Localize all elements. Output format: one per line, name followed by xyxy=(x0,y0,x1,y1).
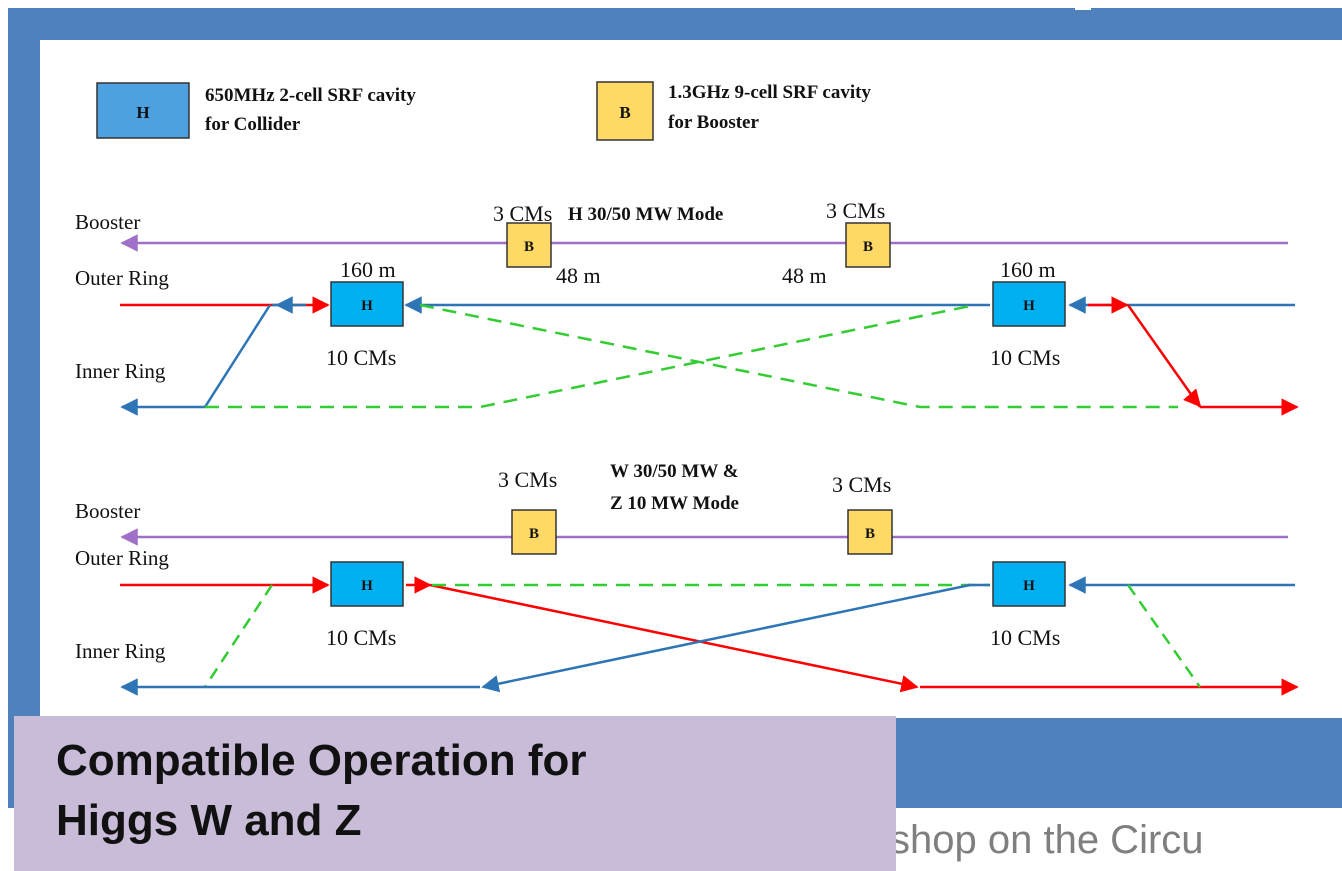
bottom-right-collider-cavity xyxy=(992,561,1066,607)
bottom-right-collider-cms: 10 CMs xyxy=(990,625,1060,650)
frame-notch xyxy=(1075,0,1091,10)
diagram-panel: H 650MHz 2-cell SRF cavity for Collider … xyxy=(40,40,1342,718)
bottom-left-collider-cavity xyxy=(330,561,404,607)
top-right-collider-cms: 10 CMs xyxy=(990,345,1060,370)
top-left-booster-letter: B xyxy=(524,239,534,255)
bottom-right-collider-letter: H xyxy=(1023,578,1035,594)
top-diagram: Booster Outer Ring Inner Ring xyxy=(75,198,1299,416)
bottom-red-diagonal xyxy=(429,583,919,693)
top-right-collider-letter: H xyxy=(1023,298,1035,314)
top-left-collider-dist: 160 m xyxy=(340,257,396,282)
bottom-blue-diagonal xyxy=(481,583,971,693)
top-mode-label: H 30/50 MW Mode xyxy=(568,204,723,225)
top-blue-diagonal-left xyxy=(203,304,272,408)
bottom-booster-label: Booster xyxy=(75,499,140,523)
top-green-dashed-a xyxy=(205,303,976,409)
bottom-mode-label-line1: W 30/50 MW & xyxy=(610,461,739,482)
footer-text: kshop on the Circu xyxy=(870,818,1204,862)
legend-b-text-line1: 1.3GHz 9-cell SRF cavity xyxy=(668,82,871,103)
top-left-booster-cms: 3 CMs xyxy=(493,201,552,226)
rf-layout-diagram: H 650MHz 2-cell SRF cavity for Collider … xyxy=(75,81,1299,696)
top-right-booster-cms: 3 CMs xyxy=(826,198,885,223)
legend-b-text-line2: for Booster xyxy=(668,112,759,133)
legend: H 650MHz 2-cell SRF cavity for Collider … xyxy=(96,81,871,141)
bottom-inner-ring-label: Inner Ring xyxy=(75,639,166,663)
top-left-collider-cms: 10 CMs xyxy=(326,345,396,370)
title-line1: Compatible Operation for xyxy=(56,736,587,785)
legend-h-box xyxy=(96,82,190,139)
bottom-left-booster-cms: 3 CMs xyxy=(498,467,557,492)
top-left-collider-cavity xyxy=(330,281,404,327)
bottom-left-collider-cms: 10 CMs xyxy=(326,625,396,650)
legend-h-text-line2: for Collider xyxy=(205,114,301,135)
bottom-mode-label-line2: Z 10 MW Mode xyxy=(610,493,739,514)
title-box: Compatible Operation for Higgs W and Z xyxy=(14,716,896,871)
bottom-green-dashed-left xyxy=(203,584,274,688)
top-booster-label: Booster xyxy=(75,210,140,234)
legend-h-text-line1: 650MHz 2-cell SRF cavity xyxy=(205,85,416,106)
top-inner-ring-label: Inner Ring xyxy=(75,359,166,383)
top-left-booster-cavity xyxy=(506,222,552,268)
top-right-collider-dist: 160 m xyxy=(1000,257,1056,282)
bottom-diagram: Booster Outer Ring Inner Ring xyxy=(75,461,1299,696)
top-left-collider-letter: H xyxy=(361,298,373,314)
top-green-dashed-b xyxy=(419,303,1178,409)
legend-b-box xyxy=(596,81,654,141)
top-right-booster-dist: 48 m xyxy=(782,263,827,288)
top-outer-ring-label: Outer Ring xyxy=(75,266,169,290)
bottom-right-booster-cms: 3 CMs xyxy=(832,472,891,497)
bottom-green-dashed-right xyxy=(1126,584,1202,688)
top-right-booster-letter: B xyxy=(863,239,873,255)
top-right-collider-cavity xyxy=(992,281,1066,327)
top-left-booster-dist: 48 m xyxy=(556,263,601,288)
bottom-right-booster-letter: B xyxy=(865,526,875,542)
bottom-right-booster-cavity xyxy=(847,509,893,555)
top-red-diagonal-right xyxy=(1126,304,1202,408)
bottom-outer-ring-label: Outer Ring xyxy=(75,546,169,570)
title-line2: Higgs W and Z xyxy=(56,796,362,845)
top-red-diagonal-right-head xyxy=(1183,388,1202,408)
top-right-booster-cavity xyxy=(845,222,891,268)
legend-h-letter: H xyxy=(136,103,149,122)
bottom-left-booster-cavity xyxy=(511,509,557,555)
legend-b-letter: B xyxy=(619,103,630,122)
bottom-left-booster-letter: B xyxy=(529,526,539,542)
bottom-left-collider-letter: H xyxy=(361,578,373,594)
